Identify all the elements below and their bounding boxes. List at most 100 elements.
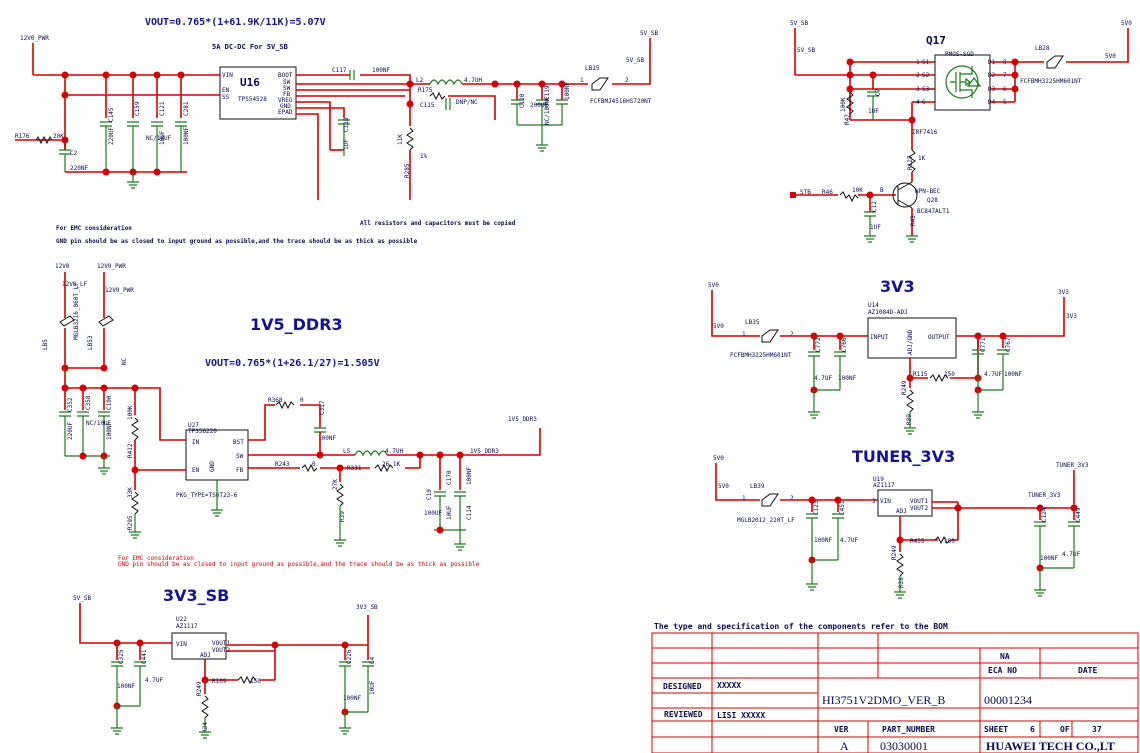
u16-chip (219, 66, 297, 120)
svg-text:4.7UH: 4.7UH (385, 448, 403, 455)
svg-text:Q17: Q17 (926, 34, 946, 47)
svg-text:150: 150 (250, 678, 261, 685)
svg-text:LB28: LB28 (1035, 45, 1050, 52)
svg-text:220NF: 220NF (70, 165, 88, 172)
svg-text:SS: SS (222, 94, 230, 101)
svg-text:L5: L5 (343, 448, 351, 455)
svg-text:1: 1 (742, 495, 746, 502)
svg-text:C317: C317 (319, 400, 326, 415)
svg-text:BST: BST (233, 439, 244, 446)
title-1v5-ddr3: 1V5_DDR3 (250, 315, 343, 334)
svg-text:3V3: 3V3 (1066, 313, 1077, 320)
svg-text:FB: FB (236, 467, 244, 474)
svg-text:100NF: 100NF (117, 683, 135, 690)
svg-text:XXXXX: XXXXX (717, 681, 741, 690)
svg-text:1V5_DDR3: 1V5_DDR3 (508, 416, 537, 423)
svg-text:B: B (880, 187, 884, 194)
svg-text:12V0_PWR: 12V0_PWR (105, 287, 134, 294)
svg-text:FCFBMH3225HM601NT: FCFBMH3225HM601NT (1020, 78, 1082, 85)
svg-text:220UF: 220UF (67, 422, 74, 440)
q17-chip (934, 54, 991, 111)
svg-text:U16: U16 (240, 76, 260, 89)
svg-text:ADJ: ADJ (896, 508, 907, 515)
svg-text:C119: C119 (544, 85, 551, 100)
svg-text:DESIGNED: DESIGNED (663, 682, 702, 691)
svg-text:R176: R176 (15, 133, 30, 140)
svg-text:00001234: 00001234 (984, 693, 1032, 707)
svg-text:6: 6 (1030, 725, 1035, 734)
svg-text:U19: U19 (873, 476, 884, 483)
svg-text:26.1K: 26.1K (382, 461, 400, 468)
svg-text:10UF: 10UF (369, 680, 376, 695)
svg-text:TPS54528: TPS54528 (238, 96, 267, 103)
title-tuner-3v3: TUNER_3V3 (852, 447, 955, 466)
svg-text:C451: C451 (839, 500, 846, 515)
svg-text:100K: 100K (840, 97, 847, 112)
svg-text:IN: IN (192, 439, 200, 446)
svg-text:REVIEWED: REVIEWED (664, 710, 703, 719)
svg-text:200UF: 200UF (530, 102, 548, 109)
svg-text:ECA NO: ECA NO (988, 666, 1017, 675)
svg-text:C118: C118 (343, 117, 350, 132)
svg-text:2: 2 (790, 331, 794, 338)
svg-text:5V_SB: 5V_SB (626, 57, 644, 64)
svg-text:C170: C170 (446, 470, 453, 485)
svg-text:R46: R46 (822, 189, 833, 196)
svg-text:4.7UF: 4.7UF (814, 375, 832, 382)
svg-text:C441: C441 (141, 649, 148, 664)
title-5v-sb: 5A DC-DC For 5V_SB (212, 43, 288, 51)
svg-text:2: 2 (625, 77, 629, 84)
svg-text:C115: C115 (420, 102, 435, 109)
svg-text:100NF: 100NF (1004, 371, 1022, 378)
svg-text:EPAD: EPAD (278, 109, 293, 116)
svg-text:DATE: DATE (1078, 666, 1097, 675)
svg-text:100NF: 100NF (106, 422, 113, 440)
svg-text:MGLB2012_220T_LF: MGLB2012_220T_LF (737, 517, 795, 524)
pmos-symbol (945, 65, 979, 99)
svg-text:NPN-BEC: NPN-BEC (915, 188, 941, 195)
svg-text:1K: 1K (918, 155, 926, 162)
svg-text:TPS56220: TPS56220 (188, 428, 217, 435)
svg-text:BC847ALT1: BC847ALT1 (917, 208, 950, 215)
svg-text:100UF: 100UF (424, 510, 442, 517)
svg-text:5V_SB: 5V_SB (797, 47, 815, 54)
svg-text:C100: C100 (106, 395, 113, 410)
svg-text:LB53: LB53 (87, 335, 94, 350)
svg-text:C226: C226 (346, 649, 353, 664)
svg-text:R127: R127 (907, 155, 914, 170)
svg-text:C325: C325 (118, 649, 125, 664)
svg-text:C766: C766 (841, 337, 848, 352)
svg-text:150: 150 (944, 538, 955, 545)
svg-text:AZ1117: AZ1117 (873, 482, 895, 489)
svg-text:R249: R249 (901, 380, 908, 395)
svg-text:FCFBMJ4516HS720NT: FCFBMJ4516HS720NT (590, 98, 652, 105)
svg-text:VIN: VIN (222, 72, 233, 79)
svg-text:NC/10UF: NC/10UF (86, 420, 112, 427)
drawing-title: HI3751V2DMO_VER_B (822, 693, 945, 707)
svg-text:ADJ/GND: ADJ/GND (907, 329, 914, 355)
svg-text:LB5: LB5 (42, 339, 49, 350)
block-3v3: 3V3 5V0 5V0 LB35 1 2 FCFBMH3225HM601NT C… (708, 277, 1077, 435)
svg-text:5V_SB: 5V_SB (640, 30, 658, 37)
svg-text:C117: C117 (332, 67, 347, 74)
svg-text:A: A (840, 739, 849, 753)
stb-port (790, 192, 796, 198)
svg-text:12V0_PWR: 12V0_PWR (97, 263, 126, 270)
block-1v5-ddr3: 1V5_DDR3 VOUT=0.765*(1+26.1/27)=1.505V 1… (42, 263, 541, 568)
svg-text:S2: S2 (922, 72, 930, 79)
svg-text:R45: R45 (910, 215, 917, 226)
svg-text:SHEET: SHEET (984, 725, 1008, 734)
svg-text:TUNER_3V3: TUNER_3V3 (1056, 462, 1089, 469)
svg-text:C358: C358 (85, 395, 92, 410)
svg-text:220UF: 220UF (108, 127, 115, 145)
svg-text:LB15: LB15 (585, 65, 600, 72)
svg-text:C352: C352 (67, 397, 74, 412)
svg-text:10K: 10K (852, 187, 863, 194)
net-12v0-pwr: 12V0_PWR (20, 35, 49, 42)
svg-text:R295: R295 (127, 515, 134, 530)
svg-text:OF: OF (1060, 725, 1070, 734)
svg-text:Q28: Q28 (927, 197, 938, 204)
svg-text:NC/10UF: NC/10UF (146, 135, 172, 142)
svg-text:5V0: 5V0 (708, 282, 719, 289)
